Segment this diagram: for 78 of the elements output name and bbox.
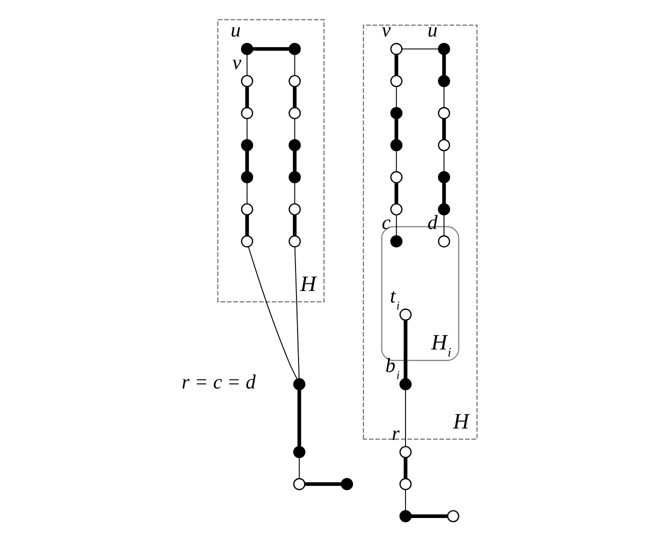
node-circle (399, 446, 412, 458)
node-circle (240, 42, 254, 56)
connector (294, 118, 296, 140)
connector (292, 214, 297, 236)
node-circle (288, 107, 301, 120)
node-circle (438, 203, 450, 216)
node-label: u (428, 20, 438, 42)
connector (248, 246, 298, 380)
connector (245, 86, 249, 108)
node-circle (390, 139, 402, 152)
node-circle (390, 74, 402, 88)
node-circle (293, 378, 306, 390)
connector (396, 150, 397, 172)
node-circle (390, 42, 402, 56)
node-circle (390, 107, 402, 120)
connector (394, 54, 398, 76)
node-circle (240, 203, 254, 216)
node-circle (399, 378, 412, 390)
node-circle (399, 478, 412, 490)
node-circle (438, 42, 450, 56)
node-circle (240, 235, 254, 248)
node-label: t$_{i}$ (390, 285, 400, 312)
connector (404, 458, 408, 479)
connector (298, 457, 300, 480)
node-circle (438, 74, 450, 88)
node-circle (240, 139, 254, 152)
node-circle (438, 235, 450, 248)
connector (394, 118, 398, 140)
node-label: r = c = d (182, 371, 256, 394)
node-label: r (392, 422, 400, 445)
connector (294, 54, 296, 76)
connector (246, 54, 248, 76)
connector (292, 150, 297, 172)
node-circle (288, 203, 301, 216)
connector (442, 54, 446, 76)
connector (394, 182, 398, 204)
connector (411, 514, 448, 518)
connector (294, 182, 296, 204)
node-circle (390, 203, 402, 216)
node-circle (240, 74, 254, 88)
node-circle (438, 171, 450, 184)
node-label: v (232, 52, 242, 74)
connector (252, 47, 290, 51)
connector (442, 182, 446, 204)
connector (304, 482, 342, 486)
node-circle (288, 74, 301, 88)
connector (396, 86, 397, 108)
node-circle (438, 107, 450, 120)
node-circle (399, 308, 412, 321)
node-circle (288, 42, 301, 56)
connector (396, 214, 397, 236)
node-circle (447, 510, 460, 522)
node-circle (288, 171, 301, 184)
connector (245, 214, 249, 236)
node-circle (438, 139, 450, 152)
connector (404, 320, 408, 378)
node-circle (288, 235, 301, 248)
connector (246, 118, 248, 140)
node-circle (390, 235, 402, 248)
connector (246, 182, 248, 204)
connector (402, 48, 439, 50)
connector (405, 489, 406, 512)
node-circle (293, 446, 306, 458)
node-circle (288, 139, 301, 152)
connector (245, 150, 249, 172)
connector (405, 389, 406, 447)
node-circle (240, 107, 254, 120)
connector (292, 86, 297, 108)
node-label: v (382, 20, 391, 42)
connector (297, 390, 302, 446)
node-circle (340, 478, 354, 490)
connector (294, 246, 300, 379)
connector (442, 118, 446, 140)
node-circle (293, 478, 306, 490)
node-label: u (230, 20, 241, 42)
node-circle (390, 171, 402, 184)
node-circle (240, 171, 254, 184)
node-circle (399, 510, 412, 522)
